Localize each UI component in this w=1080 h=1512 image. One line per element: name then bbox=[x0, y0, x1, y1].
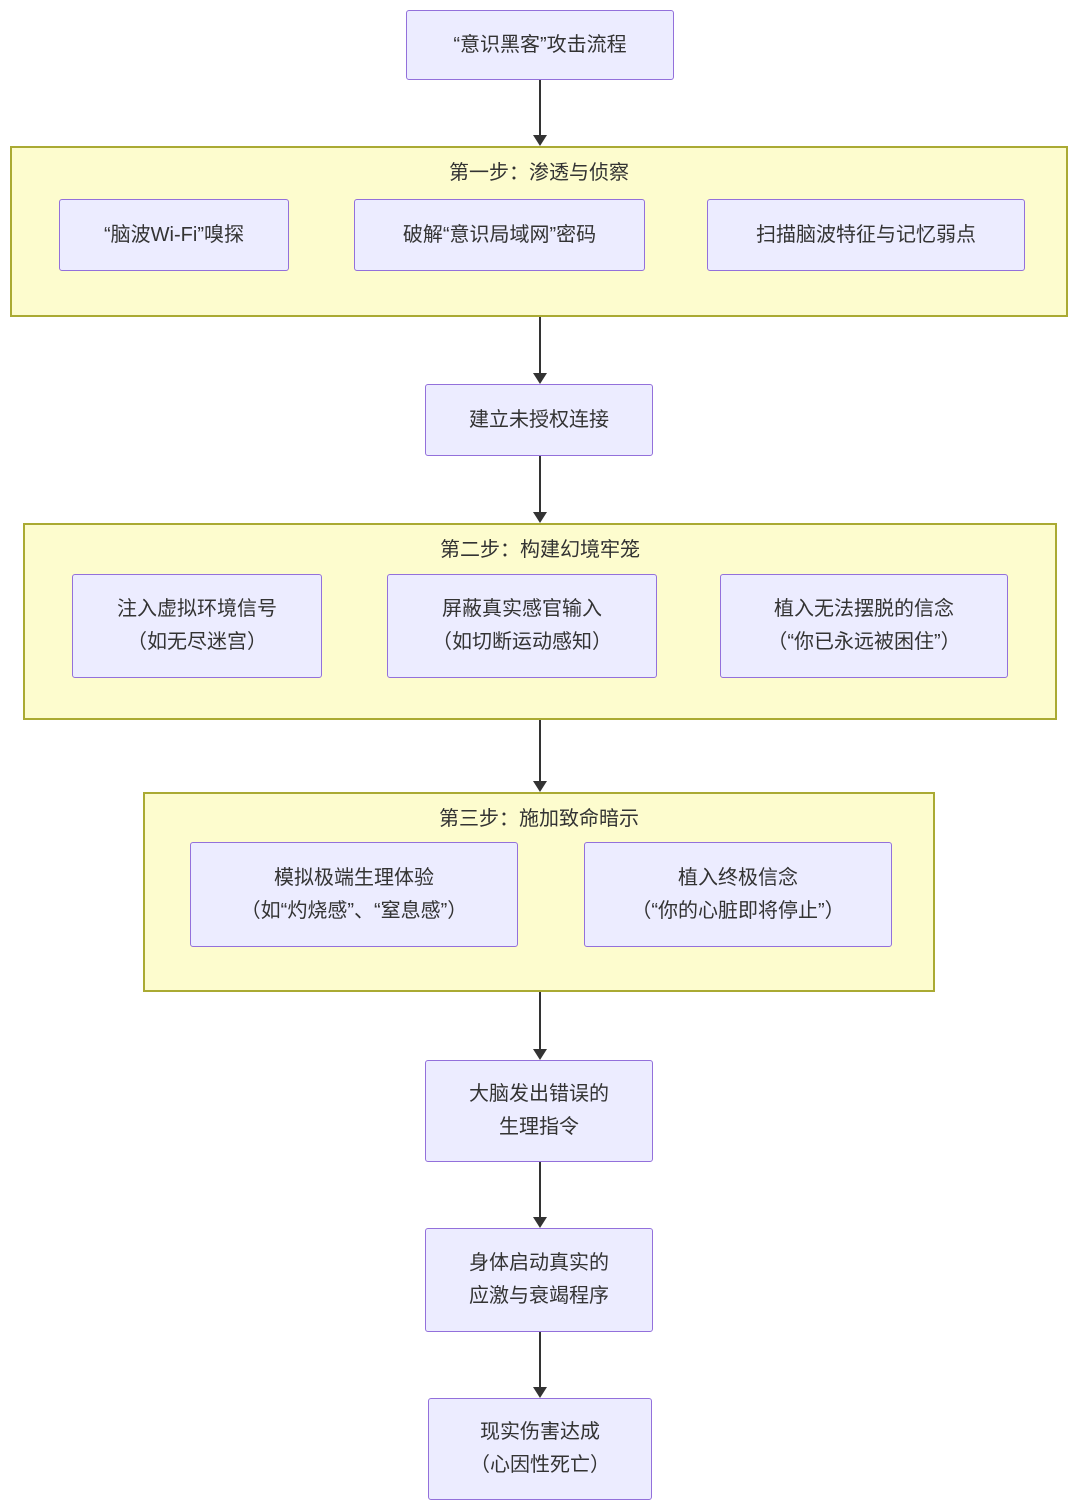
node-crack-lan-password: 破解“意识局域网”密码 bbox=[354, 199, 645, 271]
section-step1: 第一步：渗透与侦察 “脑波Wi-Fi”嗅探 破解“意识局域网”密码 扫描脑波特征… bbox=[10, 146, 1068, 317]
node-brain-wrong-commands: 大脑发出错误的 生理指令 bbox=[425, 1060, 653, 1162]
node-block-sensory-input: 屏蔽真实感官输入 （如切断运动感知） bbox=[387, 574, 657, 678]
node-real-harm-achieved: 现实伤害达成 （心因性死亡） bbox=[428, 1398, 652, 1500]
node-scan-memory-weakness: 扫描脑波特征与记忆弱点 bbox=[707, 199, 1025, 271]
arrow-down-icon bbox=[533, 80, 547, 146]
node-inject-virtual-env: 注入虚拟环境信号 （如无尽迷宫） bbox=[72, 574, 322, 678]
node-implant-inescapable-belief: 植入无法摆脱的信念 （“你已永远被困住”） bbox=[720, 574, 1008, 678]
arrow-down-icon bbox=[533, 720, 547, 792]
arrow-down-icon bbox=[533, 1162, 547, 1228]
arrow-down-icon bbox=[533, 317, 547, 384]
arrow-down-icon bbox=[533, 1332, 547, 1398]
node-body-stress-failure: 身体启动真实的 应激与衰竭程序 bbox=[425, 1228, 653, 1332]
arrow-down-icon bbox=[533, 992, 547, 1060]
node-brainwave-wifi-sniff: “脑波Wi-Fi”嗅探 bbox=[59, 199, 289, 271]
node-implant-final-belief: 植入终极信念 （“你的心脏即将停止”） bbox=[584, 842, 892, 947]
section-step2: 第二步：构建幻境牢笼 注入虚拟环境信号 （如无尽迷宫） 屏蔽真实感官输入 （如切… bbox=[23, 523, 1057, 720]
arrow-down-icon bbox=[533, 456, 547, 523]
node-attack-flow-title: “意识黑客”攻击流程 bbox=[406, 10, 674, 80]
section-step1-title: 第一步：渗透与侦察 bbox=[449, 162, 629, 184]
node-simulate-extreme-sensation: 模拟极端生理体验 （如“灼烧感”、“窒息感”） bbox=[190, 842, 518, 947]
section-step3-title: 第三步：施加致命暗示 bbox=[439, 808, 639, 830]
section-step2-title: 第二步：构建幻境牢笼 bbox=[440, 539, 640, 561]
section-step3: 第三步：施加致命暗示 模拟极端生理体验 （如“灼烧感”、“窒息感”） 植入终极信… bbox=[143, 792, 935, 992]
node-unauthorized-connection: 建立未授权连接 bbox=[425, 384, 653, 456]
